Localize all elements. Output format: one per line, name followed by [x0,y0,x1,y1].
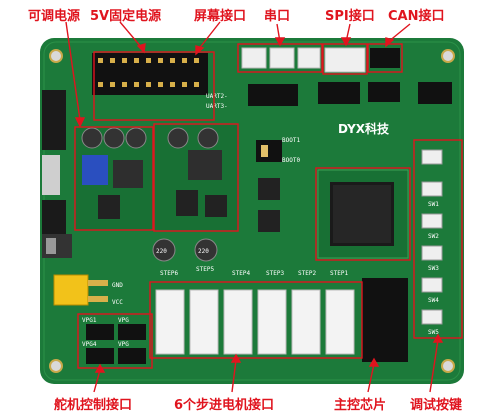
adjustable-power-module [75,127,153,230]
left-edge-headers [42,90,66,240]
annotation-boxes [74,43,463,369]
label-debug-buttons: 调试按键 [410,398,463,413]
stepper-connectors [155,289,355,355]
mount-hole [441,359,455,373]
mount-hole [49,359,63,373]
main-chip [317,169,409,259]
main-pin-header [362,278,408,362]
mount-hole [441,49,455,63]
pcb-board [40,38,464,384]
label-fixed-5v-power: 5V固定电源 [90,9,162,24]
vcc-silk: VCC [112,299,123,306]
serial-connectors [241,47,321,106]
spi-connector [318,47,366,104]
step4-silk: STEP4 [232,270,250,277]
sw3-silk: SW3 [428,265,439,272]
electrolytic-caps [152,238,218,262]
vpg-silk: VPG [118,317,129,324]
cap2-silk: 220 [198,248,209,255]
sw2-silk: SW2 [428,233,439,240]
fixed-power-module [155,125,238,230]
label-spi-port: SPI接口 [325,9,375,24]
sw1-silk: SW1 [428,201,439,208]
can-connector [368,48,452,104]
step2-silk: STEP2 [298,270,316,277]
boot0-silk: BOOT0 [282,157,300,164]
power-input-connector [53,274,108,306]
label-screen-port: 屏幕接口 [194,9,247,24]
fixed-power-header [92,53,208,95]
label-serial-port: 串口 [264,9,291,24]
label-main-chip: 主控芯片 [334,398,387,413]
debug-button-column [421,149,443,325]
boot-jumpers [256,140,282,162]
brand-silk: DYX科技 [338,121,390,136]
boot1-silk: BOOT1 [282,137,300,144]
cap1-silk: 220 [156,248,167,255]
servo-headers [86,324,146,364]
uart3-silk: UART3- [206,103,228,110]
vpg4-silk: VPG4 [82,341,97,348]
label-stepper-motor-ports: 6个步进电机接口 [174,398,275,413]
uart2-silk: UART2- [206,93,228,100]
vpg1-silk: VPG1 [82,317,97,324]
mount-hole [49,49,63,63]
step5-silk: STEP5 [196,266,214,273]
step6-silk: STEP6 [160,270,178,277]
label-servo-control-port: 舵机控制接口 [54,398,133,413]
step1-silk: STEP1 [330,270,348,277]
label-can-port: CAN接口 [388,9,445,24]
label-adjustable-power: 可调电源 [28,9,81,24]
step3-silk: STEP3 [266,270,284,277]
sw4-silk: SW4 [428,297,439,304]
vpg2-silk: VPG [118,341,129,348]
sw5-silk: SW5 [428,329,439,336]
gnd-silk: GND [112,282,123,289]
annotation-arrows [65,21,444,393]
